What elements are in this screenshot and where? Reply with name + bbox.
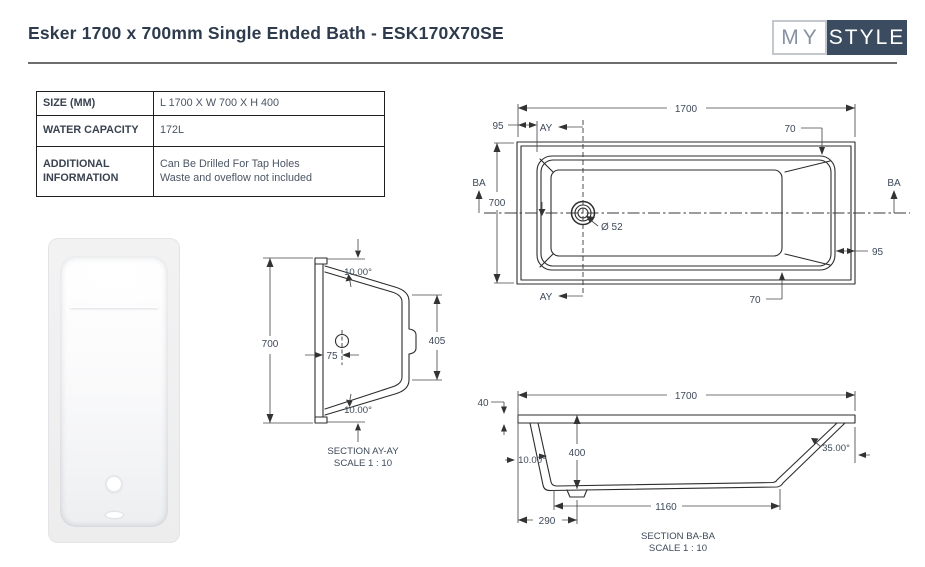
section-ay-dimension-arrows: [266, 250, 441, 431]
plan-dim-edge-bottom: 70: [749, 295, 761, 306]
section-ba-dimension-lines: [491, 391, 870, 524]
plan-section-marker-ay-top: AY: [540, 123, 553, 134]
plan-dim-edge-top: 70: [784, 124, 796, 135]
bath-inner-tub: [60, 256, 168, 527]
plan-dim-rim-left: 95: [492, 121, 504, 132]
spec-value-capacity: 172L: [153, 115, 385, 147]
section-ba-dim-floor: 1160: [655, 502, 677, 513]
spec-row-size: SIZE (MM) L 1700 X W 700 X H 400: [36, 91, 385, 116]
spec-label-size: SIZE (MM): [36, 91, 154, 116]
header-divider: [28, 62, 897, 64]
spec-row-capacity: WATER CAPACITY 172L: [36, 115, 385, 147]
plan-dimension-arrows: [475, 104, 898, 299]
section-ba-dimension-arrows: [501, 391, 866, 524]
brand-logo: MY STYLE: [772, 20, 907, 55]
section-ba-dim-drain-offset: 290: [539, 516, 556, 527]
section-ay-dim-width: 700: [262, 339, 279, 350]
plan-dim-length: 1700: [675, 104, 698, 115]
section-ay-dimension-lines: [263, 239, 442, 442]
spec-value-additional-line1: Can Be Drilled For Tap Holes: [160, 158, 300, 171]
spec-table: SIZE (MM) L 1700 X W 700 X H 400 WATER C…: [36, 91, 385, 197]
section-ay-dim-drain-offset: 75: [326, 351, 338, 362]
section-ba-drawing: 1700 40 400 10.00° 35.00° 1160 290 SECTI…: [477, 391, 870, 554]
section-ay-title: SECTION AY-AY: [327, 446, 399, 457]
page-title: Esker 1700 x 700mm Single Ended Bath - E…: [28, 23, 504, 43]
section-ba-outline: [517, 414, 856, 498]
section-ba-dim-rim: 40: [477, 398, 489, 409]
spec-label-additional: ADDITIONAL INFORMATION: [36, 146, 154, 197]
section-ba-scale: SCALE 1 : 10: [649, 543, 707, 554]
brand-logo-style: STYLE: [827, 20, 907, 55]
plan-section-marker-ay-bottom: AY: [540, 292, 553, 303]
section-ay-outline: [314, 257, 417, 424]
plan-view-drawing: 1700 95 700 95 70 70 AY AY BA BA Ø 52: [472, 104, 910, 306]
plan-drain-icon: [570, 200, 596, 226]
section-ba-angle-foot: 35.00°: [822, 443, 850, 454]
brand-logo-my: MY: [772, 20, 827, 55]
plan-drain-diameter-label: Ø 52: [601, 222, 623, 233]
section-ay-angle-top: 10.00°: [344, 267, 372, 278]
plan-section-marker-ba-right: BA: [887, 178, 901, 189]
spec-row-additional: ADDITIONAL INFORMATION Can Be Drilled Fo…: [36, 146, 385, 197]
section-ba-dim-depth: 400: [569, 448, 586, 459]
spec-label-capacity: WATER CAPACITY: [36, 115, 154, 147]
section-ay-angle-bottom: 10.00°: [344, 405, 372, 416]
section-ay-dim-inner: 405: [429, 336, 446, 347]
plan-dim-width: 700: [489, 198, 506, 209]
section-ay-scale: SCALE 1 : 10: [334, 458, 392, 469]
plan-section-marker-ba-left: BA: [472, 178, 486, 189]
spec-value-additional-line2: Waste and oveflow not included: [160, 171, 313, 184]
section-ba-title: SECTION BA-BA: [641, 531, 716, 542]
section-ba-angle-head: 10.00°: [518, 455, 546, 466]
section-ay-drawing: 700 405 75 10.00° 10.00° SECTION AY-AY S…: [262, 239, 446, 469]
plan-dim-rim-right: 95: [872, 247, 884, 258]
bath-overflow-icon: [105, 512, 123, 518]
bath-drain-icon: [107, 477, 121, 491]
bath-ledge-line: [69, 306, 159, 308]
spec-value-additional: Can Be Drilled For Tap Holes Waste and o…: [153, 146, 385, 197]
bath-top-view-image: [48, 238, 180, 543]
spec-value-size: L 1700 X W 700 X H 400: [153, 91, 385, 116]
section-ba-dim-length: 1700: [675, 391, 698, 402]
